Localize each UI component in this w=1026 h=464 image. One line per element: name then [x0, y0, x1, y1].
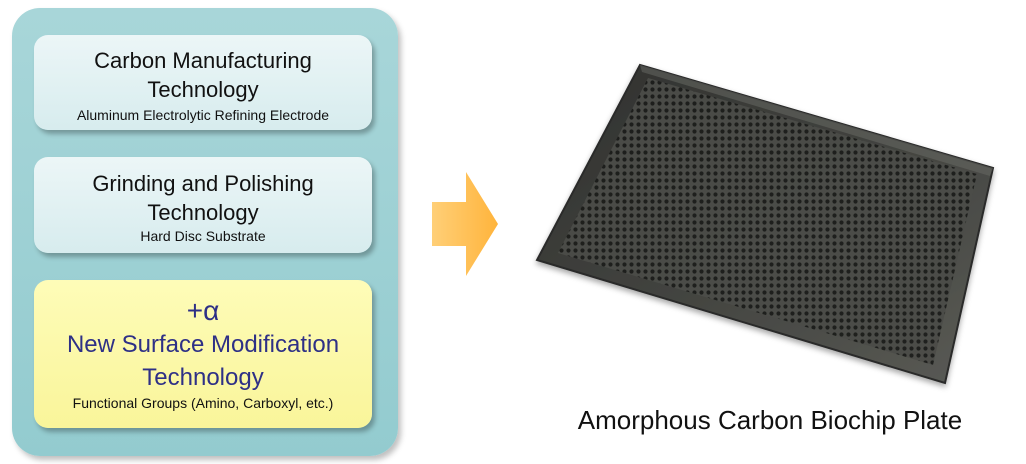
biochip-plate-image [535, 63, 995, 385]
right-arrow-icon [432, 172, 498, 276]
grinding-polishing-subtitle: Hard Disc Substrate [140, 228, 266, 244]
surface-modification-subtitle: Functional Groups (Amino, Carboxyl, etc.… [72, 395, 334, 411]
plate-caption: Amorphous Carbon Biochip Plate [577, 405, 963, 435]
surface-modification-box: +α New Surface Modification Technology F… [34, 280, 372, 428]
plus-alpha-label: +α [186, 295, 220, 326]
carbon-manufacturing-subtitle: Aluminum Electrolytic Refining Electrode [76, 107, 330, 123]
carbon-manufacturing-box: Carbon Manufacturing Technology Aluminum… [34, 35, 372, 130]
grinding-polishing-box: Grinding and Polishing Technology Hard D… [34, 157, 372, 253]
carbon-manufacturing-title: Carbon Manufacturing Technology [94, 48, 312, 102]
surface-modification-title: New Surface Modification Technology [66, 331, 340, 391]
grinding-polishing-title: Grinding and Polishing Technology [92, 171, 314, 225]
